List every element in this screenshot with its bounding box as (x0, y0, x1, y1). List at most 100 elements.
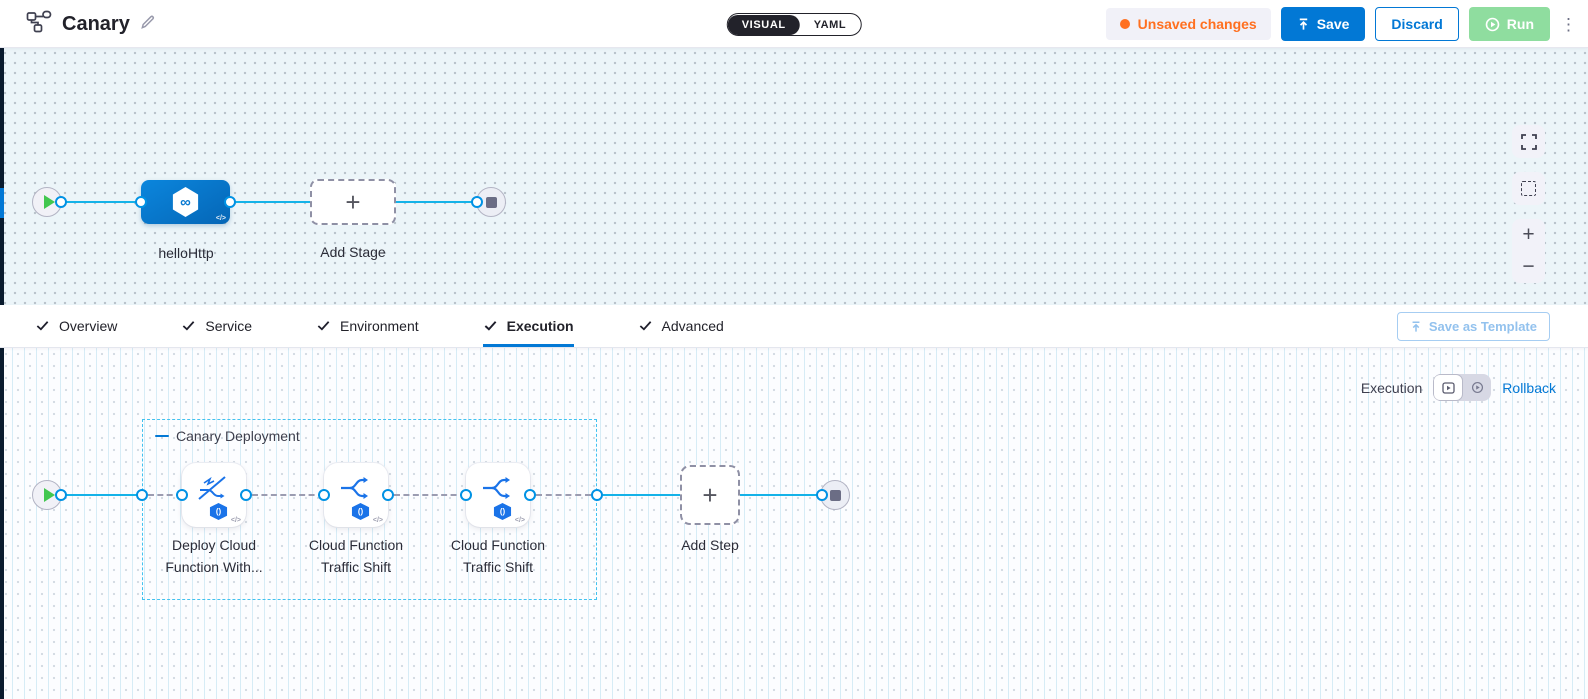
serverless-hexagon-icon: ∞ (172, 187, 199, 217)
unsaved-changes-badge: Unsaved changes (1105, 8, 1271, 40)
discard-button-label: Discard (1391, 16, 1443, 32)
tab-overview-label: Overview (59, 317, 118, 334)
execution-mode-label: Execution (1360, 379, 1423, 396)
plus-icon: + (702, 480, 718, 510)
tab-overview[interactable]: Overview (35, 305, 117, 347)
add-stage-button[interactable]: + (310, 179, 396, 225)
infinity-glyph: ∞ (180, 193, 191, 211)
step1-name-label: Deploy Cloud Function With... (165, 537, 263, 575)
execution-rollback-toggle[interactable] (1433, 374, 1492, 401)
stage-code-icon: </> (215, 215, 226, 222)
exec-start-out-port[interactable] (55, 489, 67, 501)
stop-square-icon (485, 196, 497, 208)
tab-execution[interactable]: Execution (482, 305, 574, 347)
group-header[interactable]: Canary Deployment (155, 428, 300, 444)
step1-in-port[interactable] (176, 489, 188, 501)
stage-graph-canvas[interactable]: ∞ </> helloHttp + Add Stage + − (0, 48, 1588, 305)
toggle-rollback-segment[interactable] (1463, 374, 1491, 401)
gcf-badge-icon: () (209, 503, 228, 520)
check-icon (317, 321, 330, 331)
rollback-icon (1471, 381, 1483, 394)
stop-square-icon (829, 489, 841, 501)
tab-environment[interactable]: Environment (316, 305, 419, 347)
plus-icon: + (345, 187, 361, 217)
connector-step1-step2 (252, 494, 324, 496)
collapsed-nav-strip-highlight (0, 188, 4, 218)
step2-in-port[interactable] (318, 489, 330, 501)
deploy-no-traffic-icon (198, 476, 226, 500)
step-traffic-shift-2[interactable]: () </> (466, 463, 530, 527)
step-code-icon: </> (230, 517, 241, 524)
toggle-yaml[interactable]: YAML (813, 18, 847, 31)
tab-service-label: Service (205, 317, 253, 334)
exec-end-in-port[interactable] (816, 489, 828, 501)
step3-out-port[interactable] (524, 489, 536, 501)
zoom-in-button[interactable]: + (1522, 223, 1535, 246)
zoom-out-button[interactable]: − (1522, 255, 1535, 278)
header-left: Canary (26, 0, 157, 48)
collapse-icon[interactable] (155, 434, 169, 438)
tab-advanced[interactable]: Advanced (638, 305, 724, 347)
traffic-shift-icon (483, 477, 510, 499)
add-step-button[interactable]: + (680, 465, 740, 525)
run-button[interactable]: Run (1468, 7, 1550, 41)
edit-pencil-icon[interactable] (140, 13, 157, 35)
step-deploy-cloud-function[interactable]: () </> (182, 463, 246, 527)
header-actions: Unsaved changes Save Discard Run ⋮ (1105, 0, 1577, 48)
connector-addstep-end (740, 494, 822, 496)
connector-addstage-end (396, 201, 477, 203)
rollback-link[interactable]: Rollback (1502, 379, 1556, 396)
toggle-visual[interactable]: VISUAL (727, 14, 800, 35)
step3-in-port[interactable] (460, 489, 472, 501)
collapsed-nav-strip (0, 348, 4, 699)
more-options-kebab-icon[interactable]: ⋮ (1560, 14, 1577, 34)
visual-yaml-toggle[interactable]: VISUAL YAML (726, 13, 862, 36)
collapsed-nav-strip (0, 48, 4, 305)
gcf-badge-icon: () (351, 503, 370, 520)
connector-stage-addstage (230, 201, 310, 203)
group-out-port[interactable] (591, 489, 603, 501)
save-as-template-label: Save as Template (1428, 319, 1537, 334)
end-in-port[interactable] (471, 196, 483, 208)
step-traffic-shift-1[interactable]: () </> (324, 463, 388, 527)
fullscreen-button[interactable] (1512, 125, 1545, 158)
zoom-panel: + − (1512, 219, 1545, 283)
step-code-icon: </> (514, 517, 525, 524)
stage-out-port[interactable] (224, 196, 236, 208)
pipeline-icon (26, 10, 52, 38)
step2-out-port[interactable] (382, 489, 394, 501)
unsaved-changes-label: Unsaved changes (1137, 16, 1257, 32)
start-out-port[interactable] (55, 196, 67, 208)
check-icon (484, 321, 497, 331)
save-as-template-button[interactable]: Save as Template (1396, 312, 1550, 341)
tab-environment-label: Environment (340, 317, 419, 334)
marquee-select-button[interactable] (1512, 172, 1545, 205)
stage-in-port[interactable] (135, 196, 147, 208)
execution-end-node[interactable] (820, 480, 850, 510)
canary-deployment-group[interactable]: Canary Deployment (142, 419, 597, 600)
fullscreen-icon (1520, 133, 1537, 150)
connector-step2-step3 (394, 494, 466, 496)
group-title: Canary Deployment (176, 428, 300, 444)
toggle-execution-segment[interactable] (1433, 374, 1464, 401)
save-button[interactable]: Save (1280, 7, 1366, 41)
stage-node-hellohttp[interactable]: ∞ </> (141, 180, 230, 224)
discard-button[interactable]: Discard (1375, 7, 1459, 41)
tab-execution-label: Execution (506, 317, 574, 334)
execution-graph-canvas[interactable]: Execution Rollback Canary Deployment (0, 348, 1588, 699)
stage-name-label: helloHttp (158, 245, 214, 261)
check-icon (36, 321, 49, 331)
start-play-icon (43, 488, 55, 502)
stage-tabbar: Overview Service Environment Execution A… (0, 305, 1588, 348)
step2-name-label: Cloud Function Traffic Shift (308, 537, 404, 575)
run-play-icon (1485, 17, 1500, 31)
connector-group-addstep (603, 494, 680, 496)
run-button-label: Run (1506, 16, 1534, 32)
connector-group-step1 (148, 494, 182, 496)
group-in-port[interactable] (136, 489, 148, 501)
connector-start-stage (61, 201, 141, 203)
step1-out-port[interactable] (240, 489, 252, 501)
execution-steps-icon (1442, 381, 1455, 394)
tab-service[interactable]: Service (181, 305, 252, 347)
upload-icon (1412, 321, 1420, 332)
